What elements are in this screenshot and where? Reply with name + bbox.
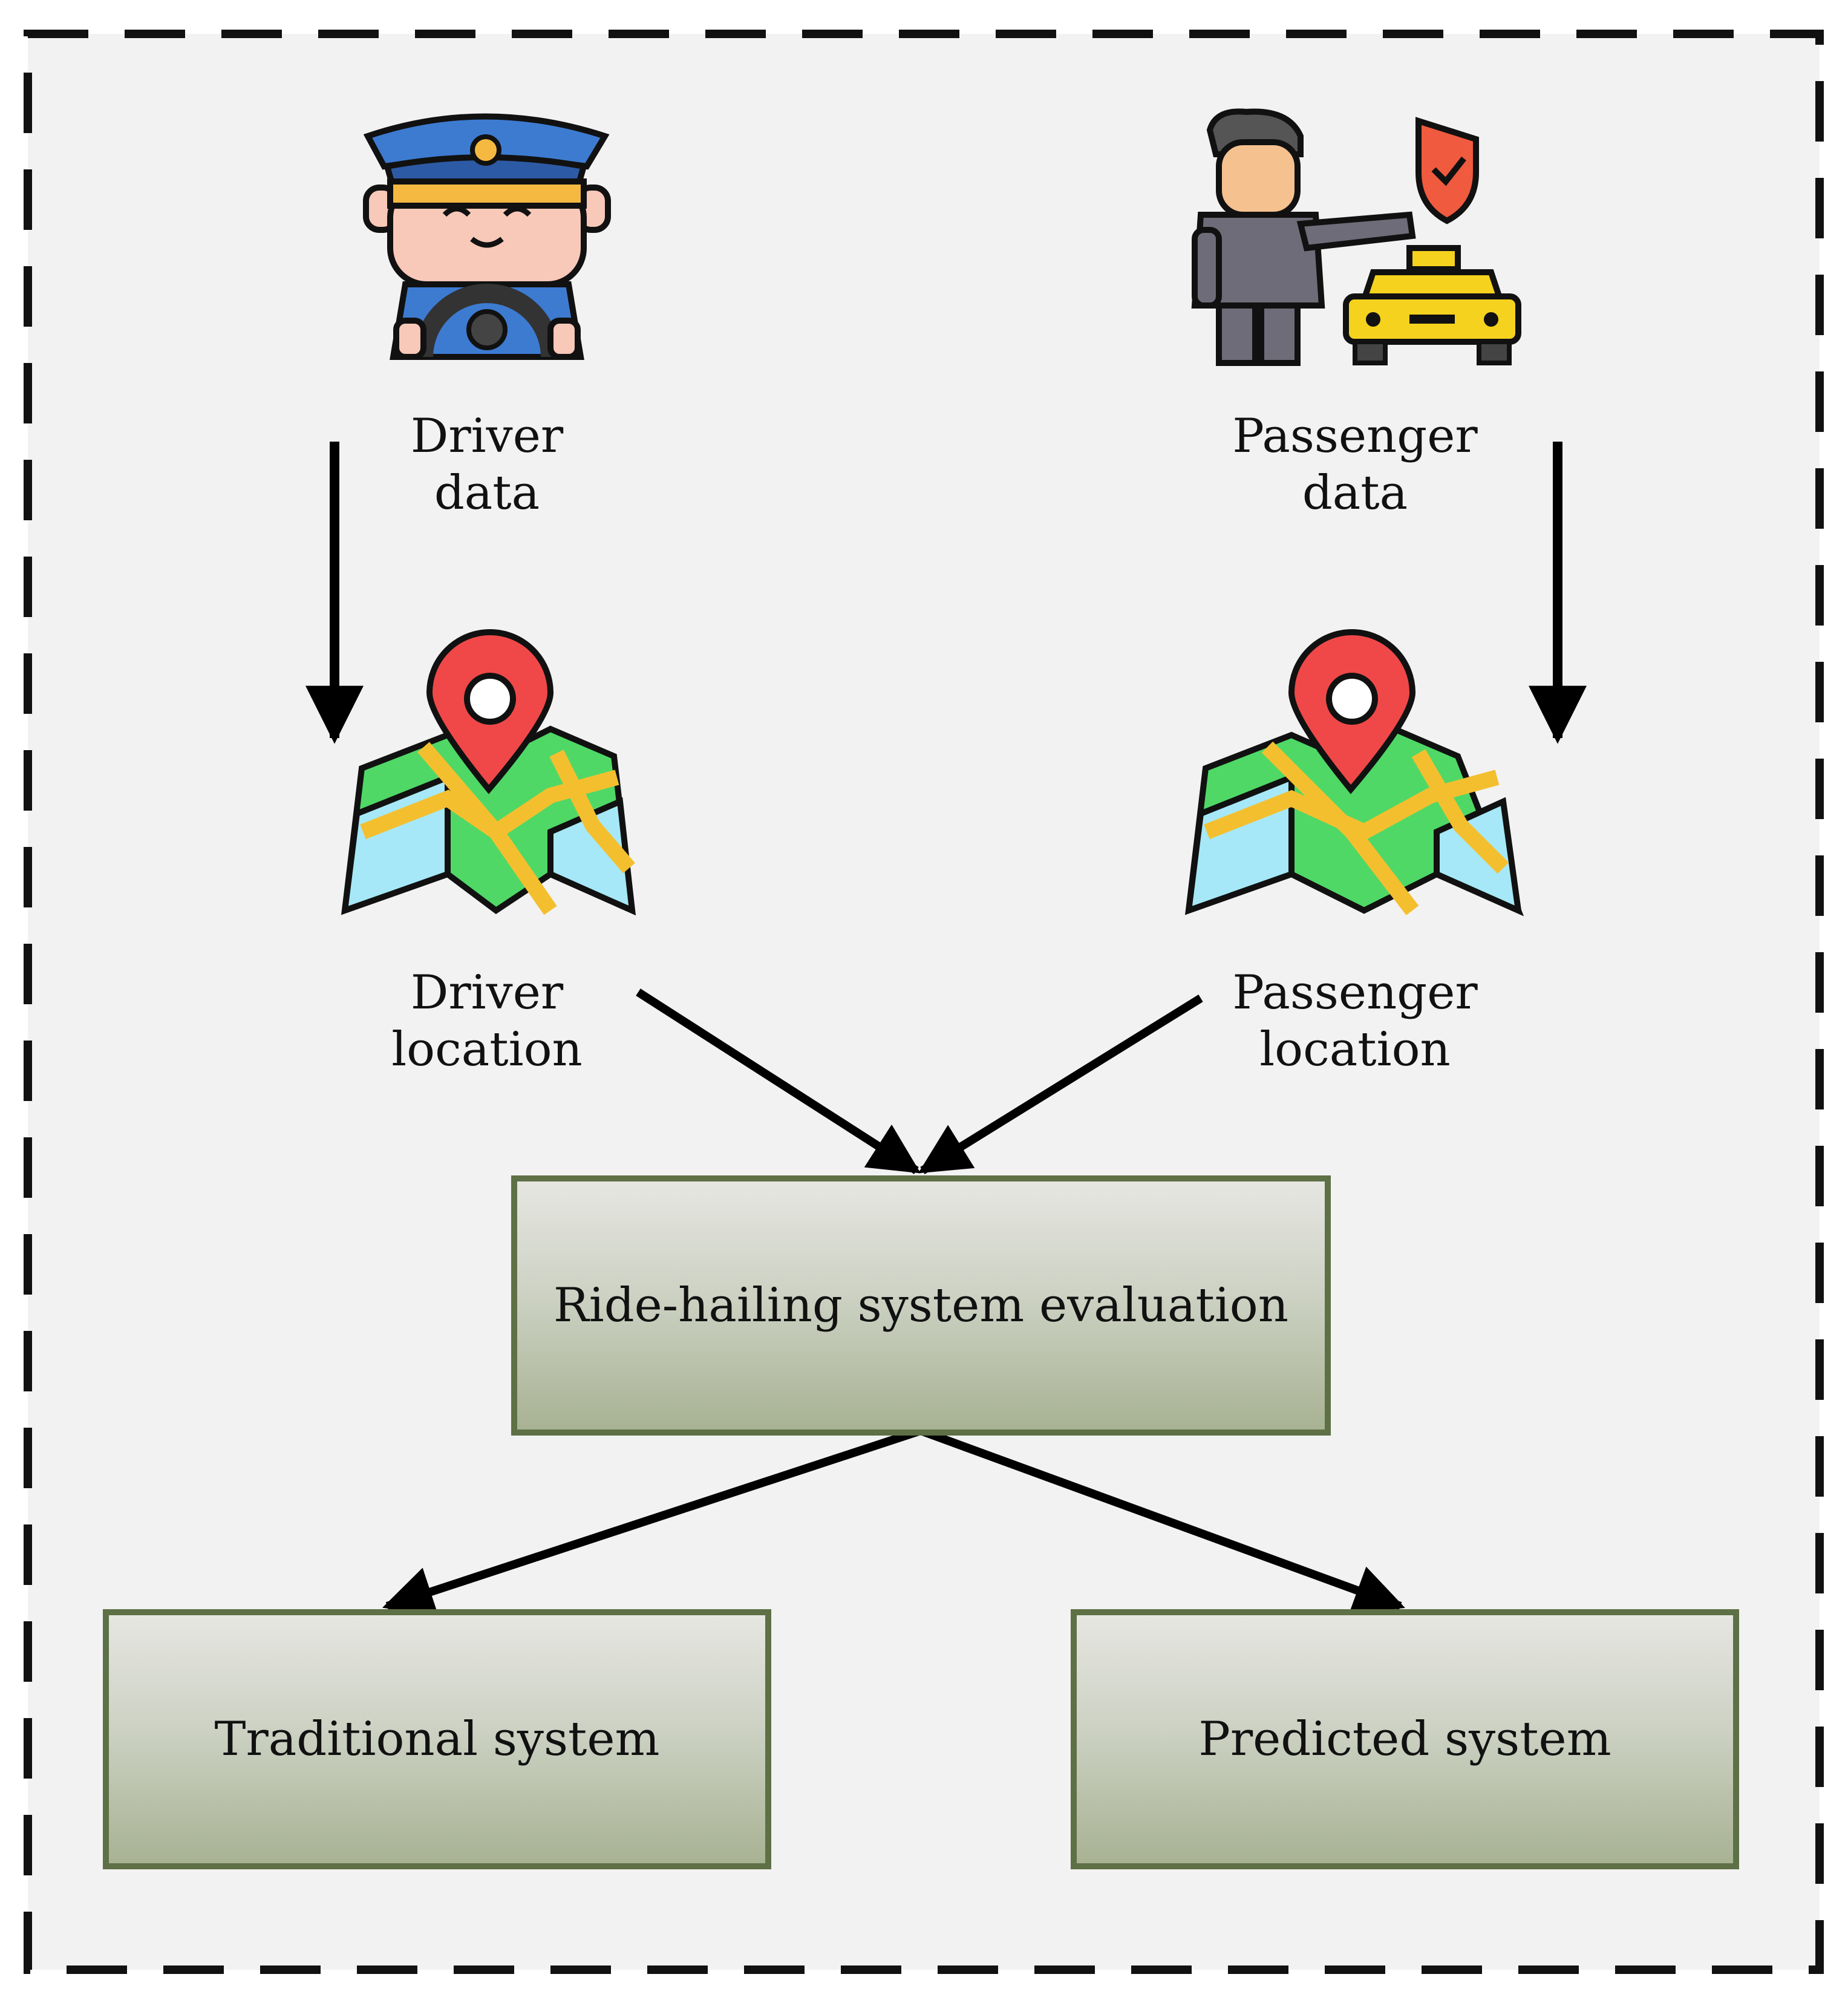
driver-data-label: Driver data [348,408,626,521]
traditional-system-box: Traditional system [103,1609,771,1869]
passenger-taxi-icon [1191,108,1521,366]
passenger-location-label: Passenger location [1192,965,1518,1078]
predicted-system-box: Predicted system [1071,1609,1739,1869]
predicted-system-label: Predicted system [1198,1712,1611,1766]
dashed-frame [24,30,1824,1974]
driver-data-line2: data [434,465,540,520]
map-pin-icon [341,629,636,916]
traditional-system-label: Traditional system [214,1712,660,1766]
evaluation-label: Ride-hailing system evaluation [553,1278,1288,1333]
passenger-data-line1: Passenger [1232,409,1478,463]
passenger-data-label: Passenger data [1192,408,1518,521]
map-pin-icon [1185,629,1524,917]
driver-location-line2: location [391,1022,583,1077]
passenger-location-line1: Passenger [1232,966,1478,1020]
arrow-evaluation-to-traditional [382,1426,922,1616]
passenger-location-line2: location [1259,1022,1451,1077]
driver-data-line1: Driver [410,409,564,463]
arrow-driver-location-to-evaluation [636,988,921,1174]
driver-location-line1: Driver [410,966,564,1020]
arrow-passenger-location-to-evaluation [918,995,1203,1174]
passenger-data-line2: data [1302,465,1408,520]
driver-location-label: Driver location [348,965,626,1078]
driver-icon [363,113,611,360]
arrow-evaluation-to-predicted [919,1426,1405,1615]
evaluation-box: Ride-hailing system evaluation [511,1175,1331,1436]
